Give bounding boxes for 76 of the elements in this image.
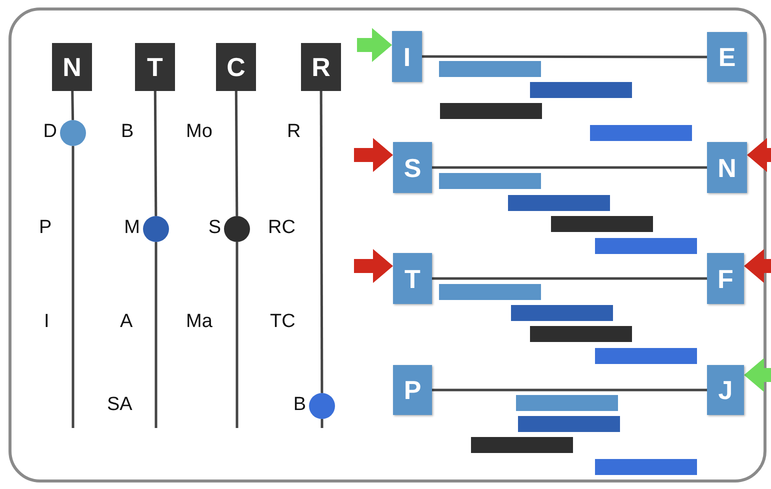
timeline-bar (516, 395, 618, 411)
timeline-bar (511, 305, 613, 321)
item-label: SA (107, 395, 132, 414)
connector-line (320, 91, 324, 393)
dot-label: S (208, 218, 221, 237)
node-letter: I (403, 44, 411, 70)
node-letter: C (226, 54, 246, 80)
timeline-bar (439, 284, 541, 300)
milestone-box (393, 365, 432, 415)
dot-label: M (124, 218, 140, 237)
timeline-bar (530, 326, 632, 342)
node-letter: S (404, 154, 422, 180)
milestone-box (707, 142, 747, 193)
milestone-box (392, 31, 422, 82)
block-arrow (747, 138, 771, 172)
timeline-bar (530, 82, 632, 98)
timeline-bar (595, 238, 697, 254)
milestone-box (707, 365, 744, 415)
timeline-bar (595, 459, 697, 475)
milestone-box (393, 142, 432, 193)
block-arrow (354, 138, 393, 172)
timeline-bar (440, 103, 542, 119)
node-letter: N (62, 54, 82, 80)
item-label: Ma (186, 312, 212, 331)
column-header (135, 43, 175, 91)
item-label: Mo (186, 122, 212, 141)
connector-line (422, 55, 707, 58)
block-arrow (357, 28, 392, 62)
column-header (216, 43, 256, 91)
item-label: TC (270, 312, 296, 331)
item-label: B (121, 122, 134, 141)
item-label: R (287, 122, 301, 141)
timeline-bar (471, 437, 573, 453)
timeline-dot (309, 393, 335, 419)
item-label: RC (268, 218, 296, 237)
dot-label: B (293, 395, 306, 414)
milestone-box (393, 253, 432, 304)
item-label: P (39, 218, 52, 237)
timeline-dot (143, 216, 169, 242)
node-letter: T (147, 54, 163, 80)
timeline-dot (60, 120, 86, 146)
connector-line (71, 90, 74, 120)
timeline-dot (224, 216, 250, 242)
timeline-bar (508, 195, 610, 211)
connector-line (432, 388, 707, 392)
item-label: I (44, 312, 50, 331)
node-letter: E (718, 44, 736, 70)
timeline-bar (551, 216, 653, 232)
connector-line (234, 91, 238, 216)
connector-line (154, 91, 158, 216)
dot-label: D (43, 122, 57, 141)
node-letter: N (718, 154, 736, 180)
timeline-bar (518, 416, 620, 432)
timeline-bar (439, 173, 541, 189)
node-letter: T (404, 266, 420, 292)
milestone-box (707, 32, 747, 82)
connector-line (236, 242, 238, 428)
connector-line (72, 146, 74, 428)
column-header (52, 43, 92, 91)
timeline-bar (590, 125, 692, 141)
block-arrow (744, 249, 771, 283)
node-letter: J (718, 377, 733, 403)
connector-line (320, 419, 324, 428)
timeline-bar (439, 61, 541, 77)
timeline-bar (595, 348, 697, 364)
block-arrow (354, 249, 393, 283)
connector-line (432, 277, 707, 280)
connector-line (432, 166, 707, 169)
node-letter: F (718, 266, 734, 292)
item-label: A (120, 312, 133, 331)
block-arrow (744, 358, 771, 392)
connector-line (154, 242, 158, 428)
milestone-box (707, 253, 744, 304)
column-header (301, 43, 341, 91)
node-letter: P (404, 377, 422, 403)
node-letter: R (312, 54, 330, 80)
